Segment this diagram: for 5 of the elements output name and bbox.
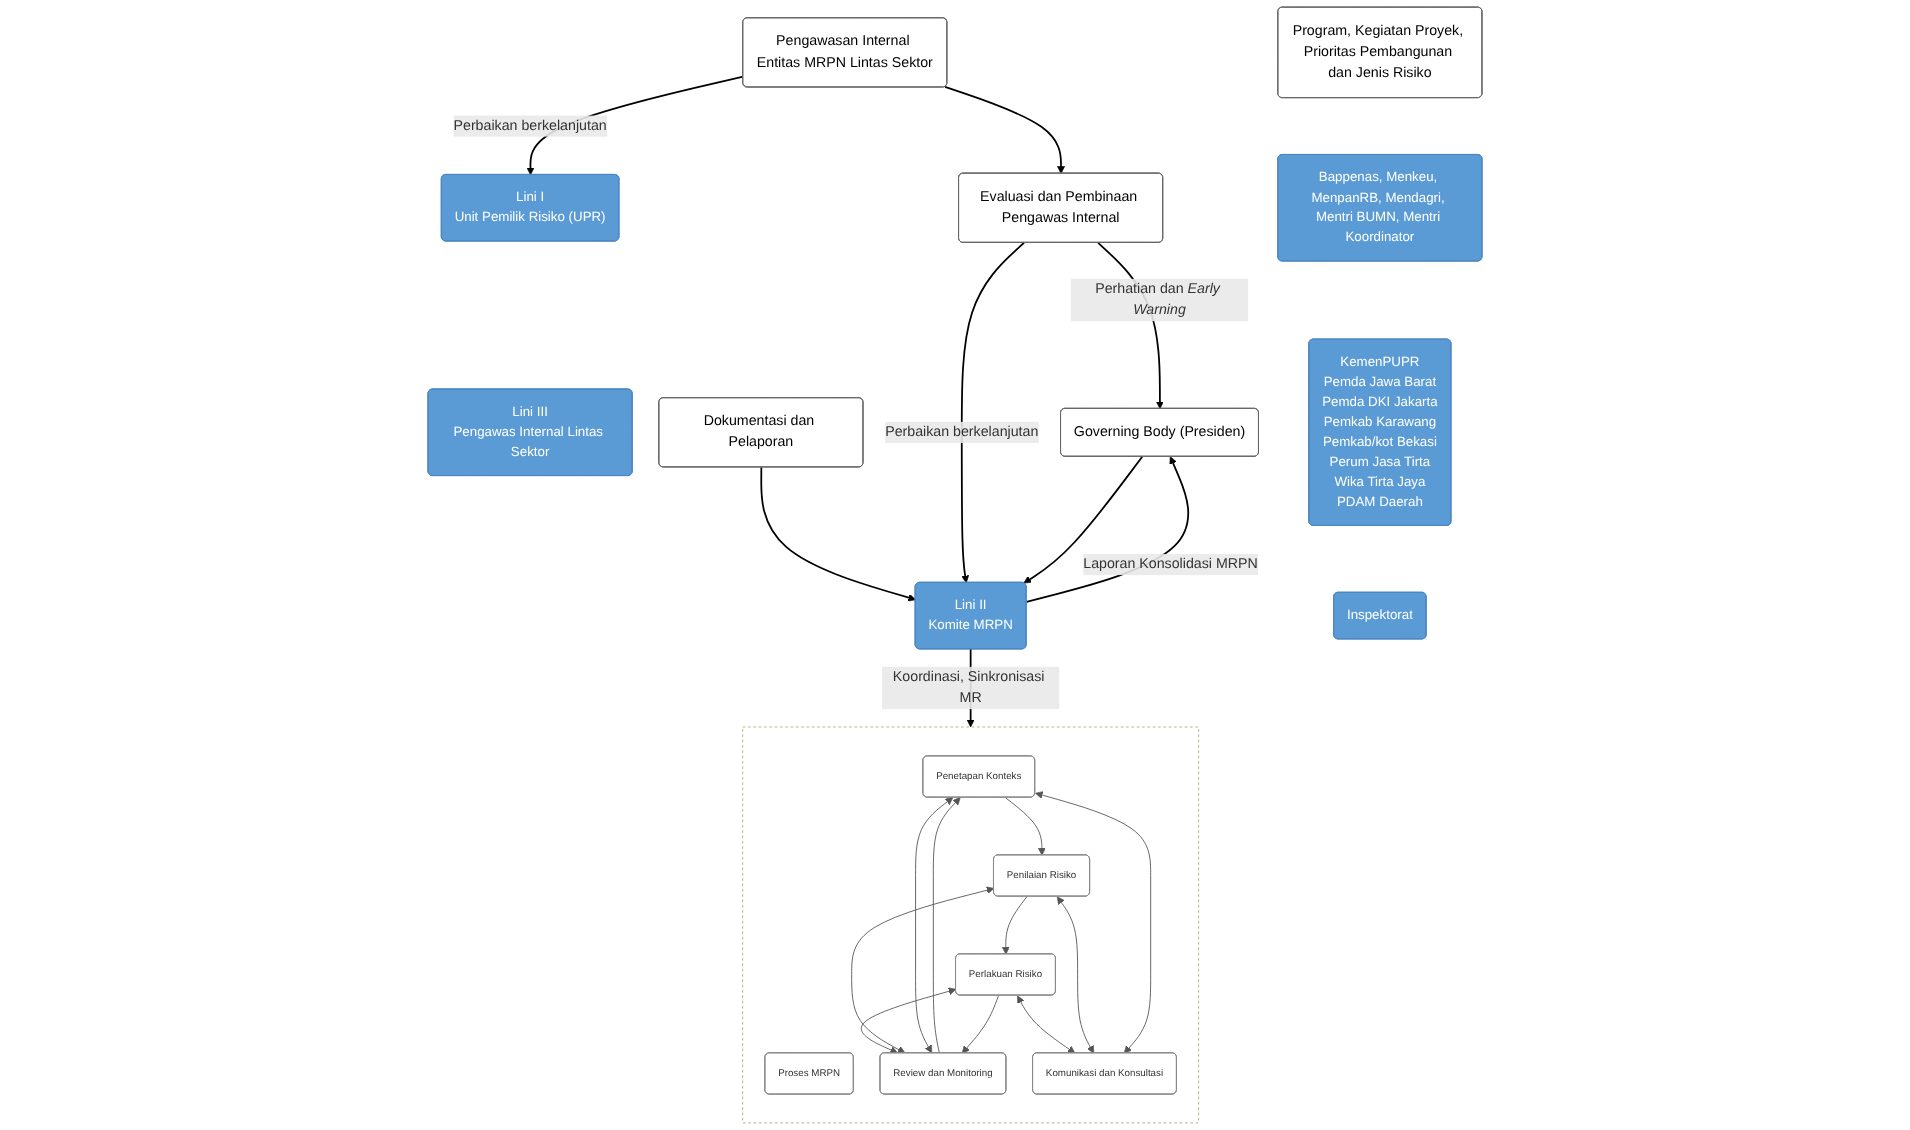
arrow (944, 86, 1065, 174)
arrow (760, 466, 916, 602)
cluster (742, 726, 1200, 1124)
arrow (1023, 455, 1144, 584)
arrow (960, 241, 1025, 584)
